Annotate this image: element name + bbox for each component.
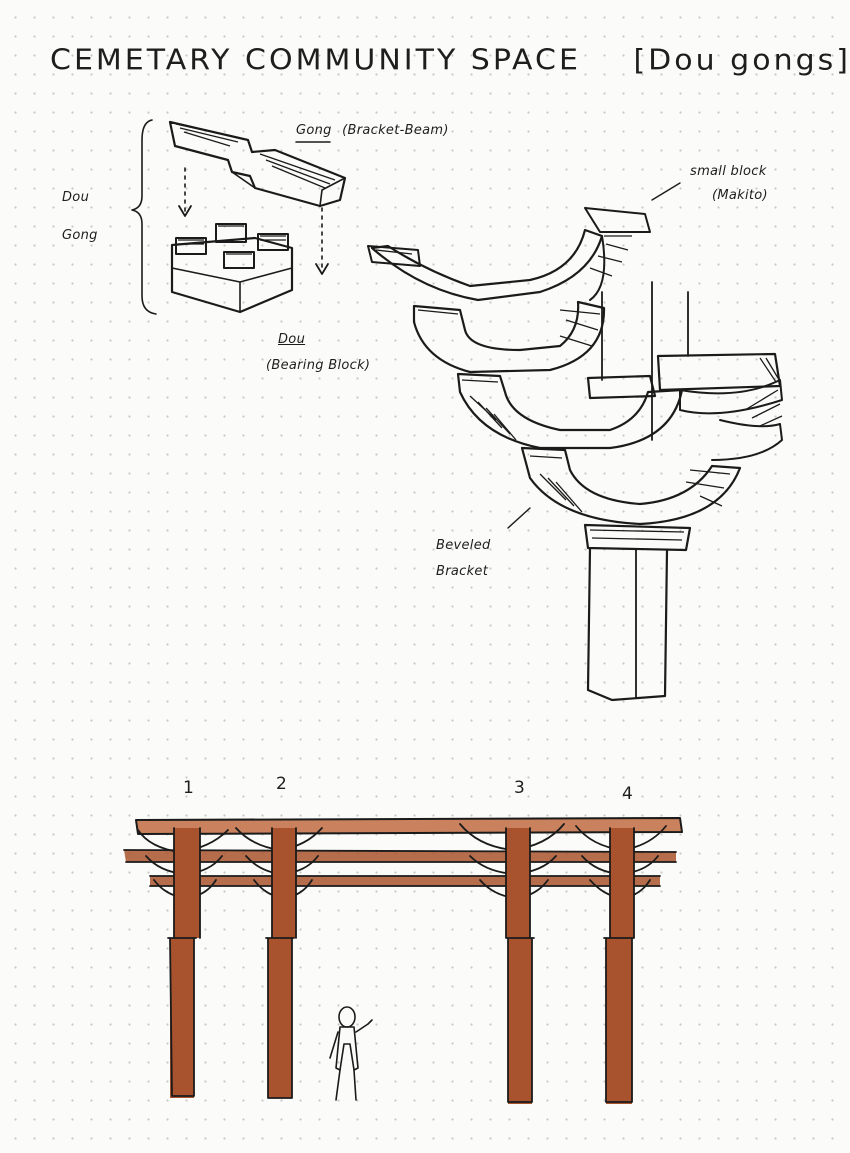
beveled-bracket-leader (507, 507, 531, 529)
column-number-1: 1 (183, 778, 194, 798)
colonnade-elevation (123, 817, 683, 1104)
gong-description: (Bracket-Beam) (342, 123, 449, 138)
small-block-label-line1: small block (690, 164, 767, 179)
dou-gong-label-line1: Dou (62, 190, 90, 205)
subtitle-text: [Dou gongs] (633, 44, 850, 78)
dou-gong-brace (131, 119, 157, 315)
dou-label-name: Dou (278, 332, 306, 347)
column-number-3: 3 (514, 778, 525, 798)
gong-label: Gong (Bracket-Beam) (296, 123, 449, 138)
small-block-label-line2: (Makito) (712, 188, 768, 203)
beveled-bracket-label-line1: Beveled (436, 538, 491, 553)
page-title: CEMETARY COMMUNITY SPACE [Dou gongs] (50, 44, 850, 77)
gong-bracket-beam-drawing (168, 120, 347, 208)
dou-gong-label-line2: Gong (62, 228, 98, 243)
dou-label-description: (Bearing Block) (266, 358, 371, 373)
column-number-2: 2 (276, 774, 287, 794)
title-text: CEMETARY COMMUNITY SPACE (50, 44, 581, 78)
gong-name: Gong (296, 123, 332, 138)
assembly-arrows (178, 167, 329, 275)
large-dougong-assembly (367, 207, 783, 702)
dou-bearing-block-drawing (170, 223, 294, 314)
beveled-bracket-label-line2: Bracket (436, 564, 489, 579)
colonnade-column-2 (235, 827, 323, 1099)
small-block-leader (651, 182, 681, 201)
colonnade-column-4 (575, 825, 667, 1104)
human-scale-figure (329, 1006, 373, 1101)
colonnade-column-1 (137, 827, 229, 1098)
colonnade-column-3 (459, 823, 565, 1104)
column-number-4: 4 (622, 784, 633, 804)
